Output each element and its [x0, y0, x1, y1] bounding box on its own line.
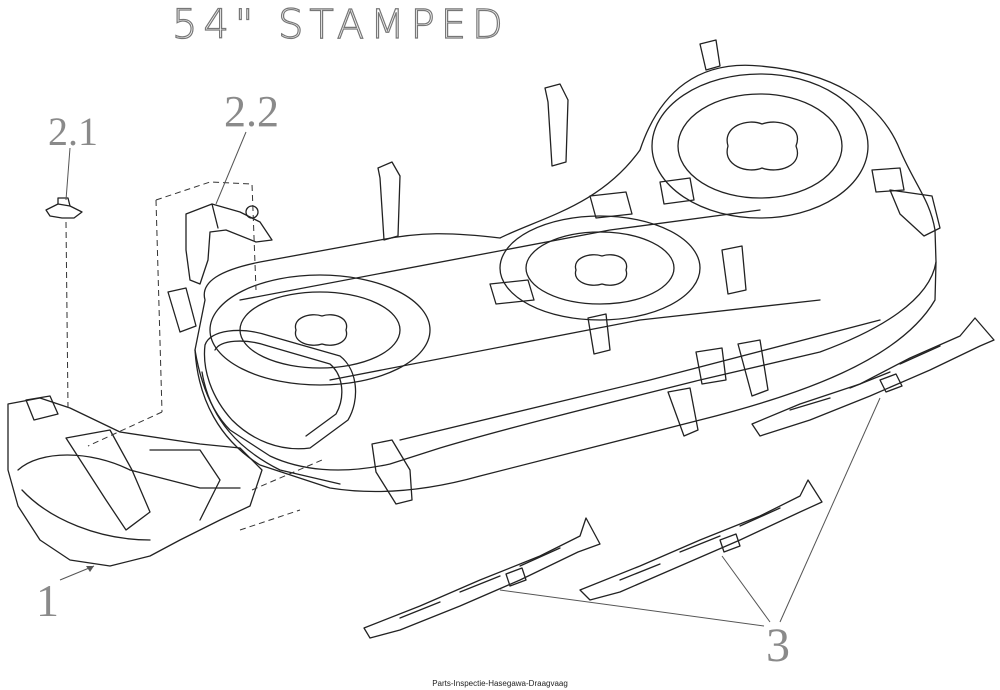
knob-part-2-1 [45, 203, 83, 219]
assembly-line-knob [65, 221, 69, 409]
deck-skirt-lip [201, 371, 341, 485]
bracket-rear-left [377, 161, 401, 241]
bracket-top [699, 39, 721, 71]
bracket-side-left [167, 287, 197, 333]
bracket-front-mid [667, 387, 699, 437]
right-spindle-dome [651, 73, 869, 219]
discharge-opening [203, 329, 357, 450]
bracket-front-right [737, 339, 769, 397]
blade-upper-right [751, 317, 995, 437]
footer-caption: Parts-Inspectie-Hasegawa-Draagvaag [432, 679, 568, 688]
deflector-part-2-2 [185, 203, 273, 285]
leader-3-a [779, 397, 881, 623]
deck-outline [194, 64, 937, 471]
callout-2-1: 2.1 [48, 109, 98, 154]
callout-2-2: 2.2 [224, 87, 279, 136]
leader-2-1 [65, 147, 71, 201]
bracket-right [889, 189, 941, 237]
assembly-line-deflector-rear [155, 181, 257, 291]
leader-3-b [721, 555, 771, 623]
center-spindle-dome [499, 215, 701, 321]
blade-middle [579, 479, 823, 601]
leader-3-c [499, 589, 765, 627]
callout-1: 1 [36, 575, 59, 626]
diagram-title: 54" STAMPED [171, 1, 509, 48]
left-spindle-dome [209, 274, 431, 386]
discharge-chute-part-1 [7, 397, 263, 567]
deck-skirt [194, 261, 937, 493]
blade-lower-left [363, 517, 601, 639]
bracket-rear-mid [544, 83, 569, 167]
assembly-line-chute-front [239, 509, 301, 531]
leader-2-2 [215, 131, 247, 205]
callout-3: 3 [766, 619, 790, 672]
bracket-front-left [371, 439, 413, 505]
